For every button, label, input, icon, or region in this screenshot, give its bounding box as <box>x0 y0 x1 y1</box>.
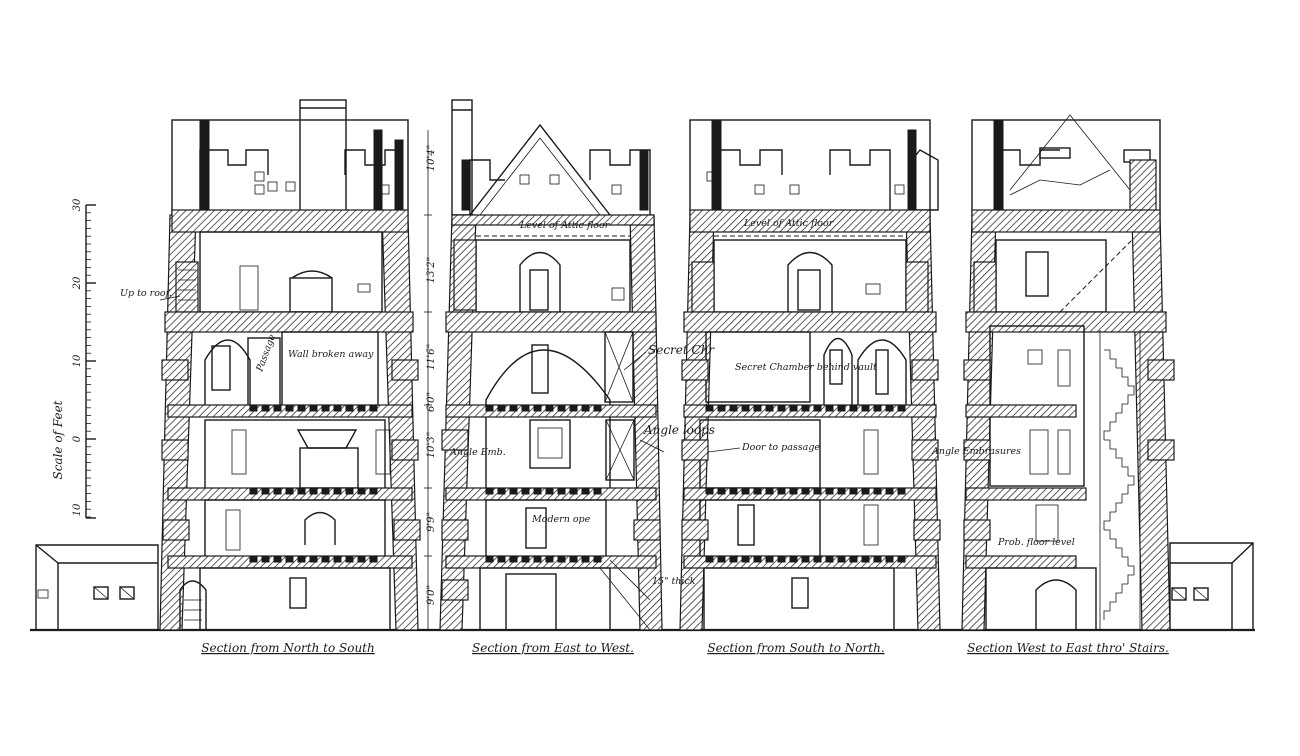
dim-4: 10'3" <box>426 432 437 458</box>
caption-west-to-east: Section West to East thro' Stairs. <box>967 641 1169 655</box>
annotations: Up to roof. Passage Wall broken away Lev… <box>120 218 1075 587</box>
section-east-to-west <box>439 99 663 631</box>
scale-tick-20: 20 <box>72 276 83 290</box>
outbuilding-right <box>1169 542 1254 630</box>
outbuilding-left <box>35 544 159 630</box>
note-wall-broken: Wall broken away <box>288 349 374 360</box>
dimension-column: 10'4" 13'2" 11'6" 6'0" 10'3" 9'9" 9'0" <box>424 130 437 630</box>
section-south-to-north <box>679 119 941 631</box>
note-attic-1: Level of Attic floor <box>519 220 611 231</box>
caption-north-to-south: Section from North to South <box>201 641 374 655</box>
scale-tick-10-neg: 10 <box>72 503 83 516</box>
caption-south-to-north: Section from South to North. <box>707 641 884 655</box>
scale-label: Scale of Feet <box>51 400 65 479</box>
caption-east-to-west: Section from East to West. <box>472 641 634 655</box>
note-secret-chamber: Secret Chamber behind vault <box>735 362 877 373</box>
note-angle-emb: Angle Emb. <box>449 447 506 458</box>
dim-1: 13'2" <box>426 257 437 283</box>
dim-6: 9'0" <box>426 585 437 605</box>
dim-5: 9'9" <box>426 512 437 532</box>
section-west-to-east <box>961 114 1175 631</box>
note-angle-embrasures: Angle Embrasures <box>931 446 1021 457</box>
note-passage: Passage <box>254 332 278 373</box>
note-modern-ope: Modern ope <box>531 514 591 525</box>
captions: Section from North to South Section from… <box>201 641 1169 655</box>
scale-tick-30: 30 <box>72 198 83 211</box>
dim-2: 11'6" <box>426 344 437 370</box>
note-angle-loops: Angle loops <box>643 423 715 437</box>
dim-3: 6'0" <box>426 392 437 412</box>
note-up-to-roof: Up to roof. <box>120 288 172 299</box>
scale-tick-10: 10 <box>72 354 83 367</box>
note-attic-2: Level of Attic floor <box>743 218 835 229</box>
scale-tick-0: 0 <box>72 435 83 442</box>
note-secret-chr: Secret Chr <box>648 343 715 357</box>
note-prob-floor: Prob. floor level <box>997 537 1075 548</box>
dim-0: 10'4" <box>426 145 437 171</box>
note-door-passage: Door to passage <box>741 442 820 453</box>
note-thick: 15" thick <box>652 576 696 587</box>
section-north-to-south <box>159 99 421 631</box>
scale-of-feet: 30 20 10 0 10 Scale of Feet <box>51 198 96 519</box>
